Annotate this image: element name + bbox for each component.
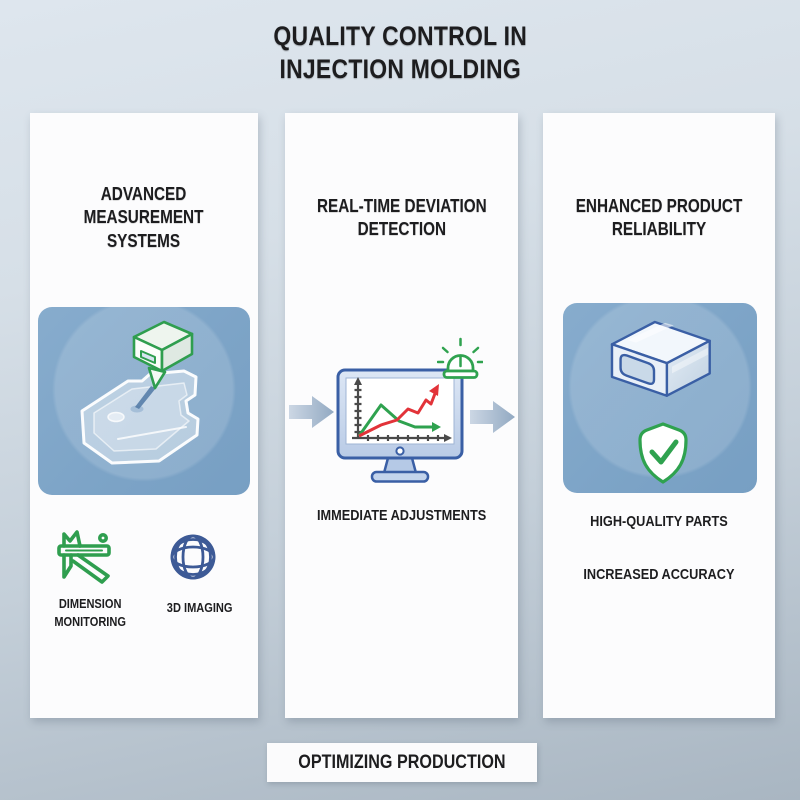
detection-caption: IMMEDIATE ADJUSTMENTS	[316, 507, 487, 524]
panel-detection-header: REAL-TIME DEVIATION DETECTION	[316, 196, 487, 240]
reliability-caption-accuracy: INCREASED ACCURACY	[583, 566, 735, 583]
panel-deviation-detection: REAL-TIME DEVIATION DETECTION	[285, 113, 518, 718]
footer-banner: OPTIMIZING PRODUCTION	[267, 743, 537, 782]
measurement-illustration-tile	[38, 307, 250, 495]
feature-label-dimension-monitoring: DIMENSION MONITORING	[54, 596, 126, 629]
reliability-caption-parts: HIGH-QUALITY PARTS	[590, 513, 728, 530]
globe-icon	[170, 534, 216, 580]
flow-arrow-icon	[470, 401, 515, 433]
laser-scanner-icon	[80, 320, 200, 465]
panel-measurement-header: ADVANCED MEASUREMENT SYSTEMS	[84, 184, 204, 251]
page-title: QUALITY CONTROL IN INJECTION MOLDING	[0, 20, 800, 86]
monitor-chart-icon	[336, 368, 464, 483]
caliper-icon	[57, 530, 111, 584]
panel-advanced-measurement: ADVANCED MEASUREMENT SYSTEMS	[30, 113, 258, 718]
alert-siren-icon	[437, 337, 483, 379]
shield-check-icon	[638, 422, 688, 484]
molded-tube-icon	[610, 320, 711, 397]
panel-reliability-header: ENHANCED PRODUCT RELIABILITY	[575, 196, 743, 240]
reliability-illustration-tile	[563, 303, 757, 493]
page-title-text: QUALITY CONTROL IN INJECTION MOLDING	[273, 21, 527, 84]
panel-product-reliability: ENHANCED PRODUCT RELIABILITY HIGH-QUALIT	[543, 113, 775, 718]
feature-label-3d-imaging: 3D IMAGING	[167, 600, 233, 615]
flow-arrow-icon	[289, 396, 334, 428]
